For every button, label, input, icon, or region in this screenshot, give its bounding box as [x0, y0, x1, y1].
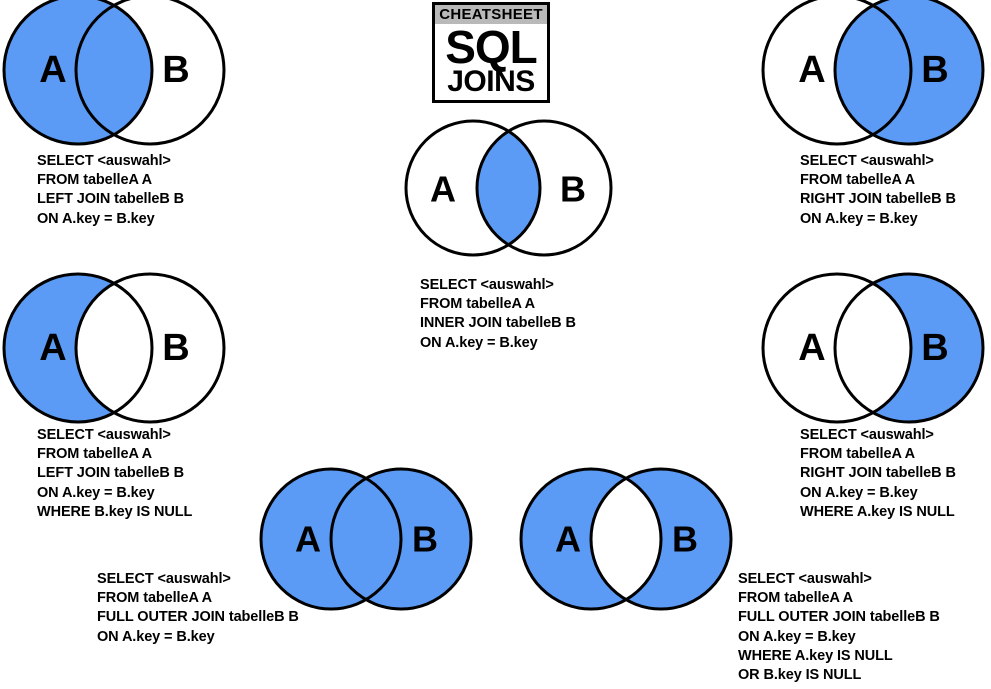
venn-full-outer-join: A B — [255, 467, 487, 615]
region-intersection-fill — [591, 469, 661, 609]
sql-line: SELECT <auswahl> — [37, 153, 171, 169]
circle-a-outline — [404, 119, 542, 257]
sql-line: RIGHT JOIN tabelleB B — [800, 191, 956, 208]
venn-label-b: B — [412, 519, 438, 560]
sql-line: RIGHT JOIN tabelleB B — [800, 465, 956, 482]
venn-label-b: B — [560, 169, 586, 210]
sql-line: FROM tabelleA A — [37, 172, 153, 189]
sql-line: SELECT <auswahl> — [97, 571, 231, 587]
venn-left-join-excluding: A B — [0, 272, 230, 424]
sql-line: FROM tabelleA A — [800, 172, 916, 189]
venn-right-join: A B — [757, 0, 989, 154]
sql-line: FROM tabelleA A — [800, 446, 916, 463]
caption-right-join-excluding: SELECT <auswahl> FROM tabelleA A RIGHT J… — [800, 426, 956, 522]
region-intersection-fill — [477, 121, 540, 255]
venn-inner-join: A B — [404, 118, 620, 268]
circle-a-outline — [761, 0, 913, 146]
sql-line: LEFT JOIN tabelleB B — [37, 191, 185, 208]
sql-line: WHERE A.key IS NULL — [800, 503, 955, 520]
circle-b-outline — [475, 119, 613, 257]
sql-line: LEFT JOIN tabelleB B — [37, 465, 185, 482]
venn-label-b: B — [921, 49, 948, 91]
circle-b-outline — [833, 0, 985, 146]
sql-line: ON A.key = B.key — [37, 484, 155, 501]
circle-b-outline — [74, 272, 226, 424]
venn-right-join-excluding: A B — [757, 272, 989, 424]
venn-label-b: B — [162, 327, 189, 369]
title-sql-text: SQL — [445, 21, 538, 73]
venn-label-a: A — [39, 327, 66, 369]
sql-line: ON A.key = B.key — [420, 334, 538, 351]
region-intersection-fill — [76, 0, 152, 144]
sql-line: SELECT <auswahl> — [420, 277, 554, 293]
region-intersection-fill — [76, 274, 152, 422]
circle-b-outline — [833, 272, 985, 424]
sql-line: FROM tabelleA A — [37, 446, 153, 463]
sql-line: INNER JOIN tabelleB B — [420, 315, 576, 332]
caption-inner-join: SELECT <auswahl> FROM tabelleA A INNER J… — [420, 276, 576, 353]
venn-label-a: A — [798, 49, 825, 91]
venn-label-a: A — [430, 169, 456, 210]
sql-line: FULL OUTER JOIN tabelleB B — [97, 609, 299, 626]
cheatsheet-title-block: CHEATSHEET SQL JOINS — [432, 2, 550, 103]
sql-line: WHERE B.key IS NULL — [37, 503, 193, 520]
cheatsheet-band-label: CHEATSHEET — [435, 5, 547, 24]
caption-full-outer-join: SELECT <auswahl> FROM tabelleA A FULL OU… — [97, 570, 299, 647]
sql-line: SELECT <auswahl> — [37, 427, 171, 443]
venn-label-a: A — [295, 519, 321, 560]
title-joins-text: JOINS — [447, 65, 535, 99]
venn-full-outer-join-excluding: A B — [515, 467, 747, 615]
caption-right-join: SELECT <auswahl> FROM tabelleA A RIGHT J… — [800, 152, 956, 229]
caption-left-join-excluding: SELECT <auswahl> FROM tabelleA A LEFT JO… — [37, 426, 192, 522]
sql-line: ON A.key = B.key — [738, 628, 856, 645]
venn-label-a: A — [798, 327, 825, 369]
sql-line: ON A.key = B.key — [800, 210, 918, 227]
region-intersection-fill — [835, 274, 911, 422]
sql-line: OR B.key IS NULL — [738, 667, 862, 684]
sql-line: SELECT <auswahl> — [800, 153, 934, 169]
sql-line: FROM tabelleA A — [97, 590, 213, 607]
caption-left-join: SELECT <auswahl> FROM tabelleA A LEFT JO… — [37, 152, 184, 229]
sql-line: FROM tabelleA A — [738, 590, 854, 607]
sql-line: ON A.key = B.key — [800, 484, 918, 501]
venn-label-b: B — [921, 327, 948, 369]
sql-line: WHERE A.key IS NULL — [738, 647, 893, 664]
circle-b-outline — [329, 467, 473, 611]
venn-label-a: A — [555, 519, 581, 560]
circle-b-outline — [74, 0, 226, 146]
sql-line: SELECT <auswahl> — [800, 427, 934, 443]
venn-label-b: B — [162, 49, 189, 91]
sql-line: ON A.key = B.key — [37, 210, 155, 227]
circle-a-outline — [761, 272, 913, 424]
circle-a-outline — [259, 467, 403, 611]
region-intersection-fill — [835, 0, 911, 144]
circle-a-outline — [2, 0, 154, 146]
venn-label-a: A — [39, 49, 66, 91]
sql-line: FULL OUTER JOIN tabelleB B — [738, 609, 940, 626]
circle-a-outline — [519, 467, 663, 611]
venn-left-join: A B — [0, 0, 230, 154]
caption-full-outer-join-excluding: SELECT <auswahl> FROM tabelleA A FULL OU… — [738, 570, 940, 685]
venn-label-b: B — [672, 519, 698, 560]
sql-line: SELECT <auswahl> — [738, 571, 872, 587]
sql-line: FROM tabelleA A — [420, 296, 536, 313]
circle-a-outline — [2, 272, 154, 424]
sql-line: ON A.key = B.key — [97, 628, 215, 645]
circle-b-outline — [589, 467, 733, 611]
